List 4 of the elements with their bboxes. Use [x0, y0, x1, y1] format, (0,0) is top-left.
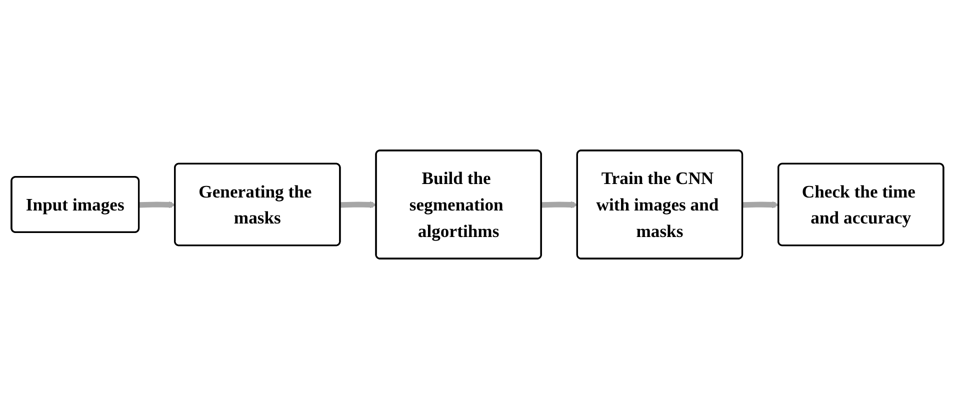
- arrow: [139, 202, 176, 209]
- arrow: [541, 202, 578, 209]
- arrow: [340, 202, 377, 209]
- arrow: [742, 202, 780, 209]
